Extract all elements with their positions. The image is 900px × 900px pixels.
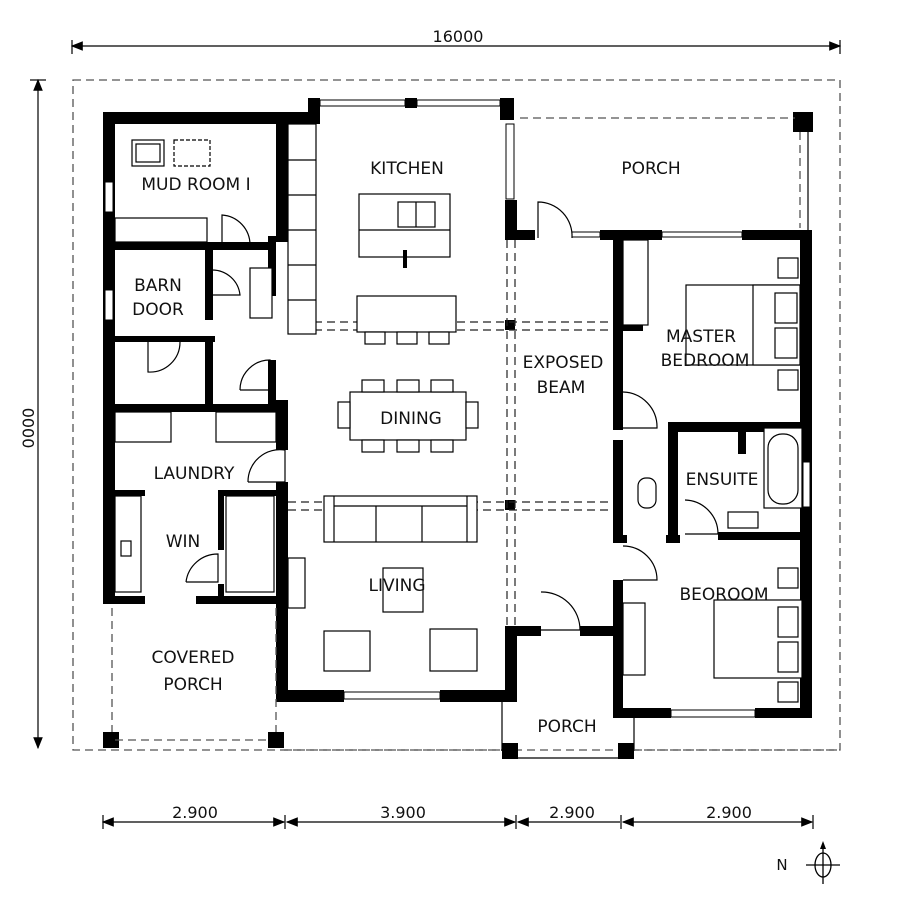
overall-depth-label: 0000 <box>19 408 38 449</box>
dim-segment-1: 2.900 <box>172 803 218 822</box>
label-dining: DINING <box>380 409 442 429</box>
label-mud-room: MUD ROOM I <box>141 175 250 195</box>
label-ensuite: ENSUITE <box>686 470 759 490</box>
label-barn-door-line1: BARN <box>134 276 182 296</box>
label-barn-door-line2: DOOR <box>132 300 184 320</box>
label-porch-front: PORCH <box>537 717 596 737</box>
overall-width-label: 16000 <box>433 27 484 46</box>
label-exposed-beam-line1: EXPOSED <box>523 353 604 373</box>
label-bedroom: BEOROOM <box>679 585 768 605</box>
segment-dimensions: 2.900 3.900 2.900 2.900 <box>101 803 814 829</box>
porch-outline <box>284 701 840 759</box>
label-master-bedroom-line1: MASTER <box>666 327 736 347</box>
label-laundry: LAUNDRY <box>154 464 235 484</box>
dim-segment-3: 2.900 <box>549 803 595 822</box>
dim-segment-4: 2.900 <box>706 803 752 822</box>
label-covered-porch-line1: COVERED <box>152 648 235 668</box>
dim-segment-2: 3.900 <box>380 803 426 822</box>
north-arrow-icon: N <box>776 841 840 884</box>
furniture <box>114 123 803 703</box>
label-win: WIN <box>166 532 201 552</box>
overall-depth-dimension: 0000 <box>19 78 46 750</box>
label-living: LIVING <box>368 576 425 596</box>
north-label: N <box>776 856 787 874</box>
label-kitchen: KITCHEN <box>370 159 444 179</box>
label-master-bedroom-line2: BEDROOM <box>661 351 750 371</box>
label-porch-top: PORCH <box>621 159 680 179</box>
overall-width-dimension: 16000 <box>70 27 842 54</box>
label-exposed-beam-line2: BEAM <box>537 378 586 398</box>
label-covered-porch-line2: PORCH <box>163 675 222 695</box>
windows <box>104 99 811 718</box>
walls <box>103 98 813 759</box>
doors <box>147 201 719 631</box>
